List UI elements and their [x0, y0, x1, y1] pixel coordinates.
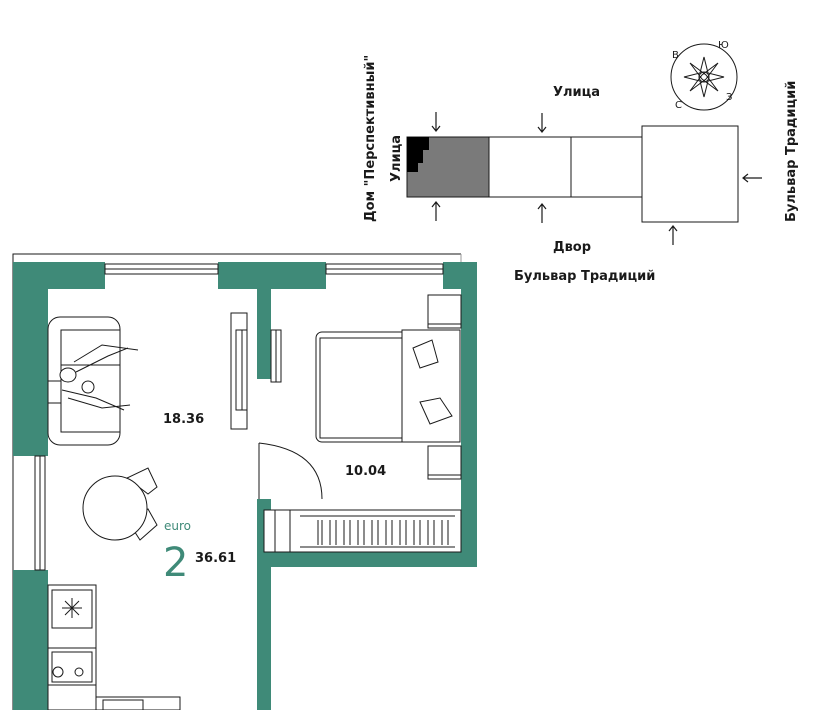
wall [13, 289, 48, 344]
bedroom-area-label: 10.04 [345, 464, 386, 479]
arrow-up-icon [668, 225, 678, 245]
tv-wall [270, 329, 282, 383]
building-section-corner [641, 125, 739, 223]
wall [13, 344, 48, 456]
wall [13, 570, 48, 710]
kitchen-counter [47, 584, 181, 710]
dining-table [82, 467, 158, 541]
site-plan: Улица Двор Бульвар Традиций Бульвар Трад… [363, 40, 799, 284]
building-section-middle [488, 136, 572, 198]
building-section-right [570, 136, 643, 198]
arrow-up-icon [431, 201, 441, 221]
arrow-left-icon [742, 173, 762, 183]
door [258, 442, 323, 500]
snowflake-icon [62, 598, 82, 618]
room-count-label: 2 [163, 540, 188, 586]
compass-icon: В Ю З С [670, 40, 738, 111]
arrow-up-icon [537, 203, 547, 223]
wall [13, 262, 105, 274]
entrance-arrows [431, 112, 762, 245]
nightstand [427, 294, 462, 329]
total-area-label: 36.61 [195, 551, 236, 566]
sofa [47, 316, 121, 446]
apartment-plan: 18.36 10.04 euro 2 36.61 [12, 253, 477, 710]
living-area-label: 18.36 [163, 412, 204, 427]
tv-stand [230, 312, 248, 430]
bed [315, 329, 461, 443]
house-name-label: Дом "Перспективный" [363, 55, 378, 222]
stove-burner [74, 667, 84, 677]
wall [443, 262, 477, 289]
apartment-type-label: euro [164, 519, 191, 533]
arrow-down-icon [431, 112, 441, 132]
wall [461, 289, 477, 567]
yard-label: Двор [553, 240, 591, 255]
compass-west: З [726, 92, 732, 103]
compass-east: В [672, 50, 679, 61]
window [34, 263, 444, 571]
arrow-down-icon [537, 113, 547, 133]
compass-north: С [675, 100, 682, 111]
boulevard-bottom-label: Бульвар Традиций [514, 269, 655, 284]
wall [257, 289, 271, 379]
stove-burner [52, 666, 64, 678]
boulevard-side-label: Бульвар Традиций [784, 81, 799, 222]
people-illustration [59, 344, 139, 411]
nightstand [427, 445, 462, 480]
wall [35, 274, 105, 289]
wall [218, 262, 326, 289]
apartment-location-marker [407, 137, 429, 172]
wall [271, 552, 477, 567]
compass-south: Ю [718, 40, 729, 51]
street-left-label: Улица [389, 135, 404, 182]
street-top-label: Улица [553, 85, 600, 100]
wardrobe [263, 509, 462, 553]
